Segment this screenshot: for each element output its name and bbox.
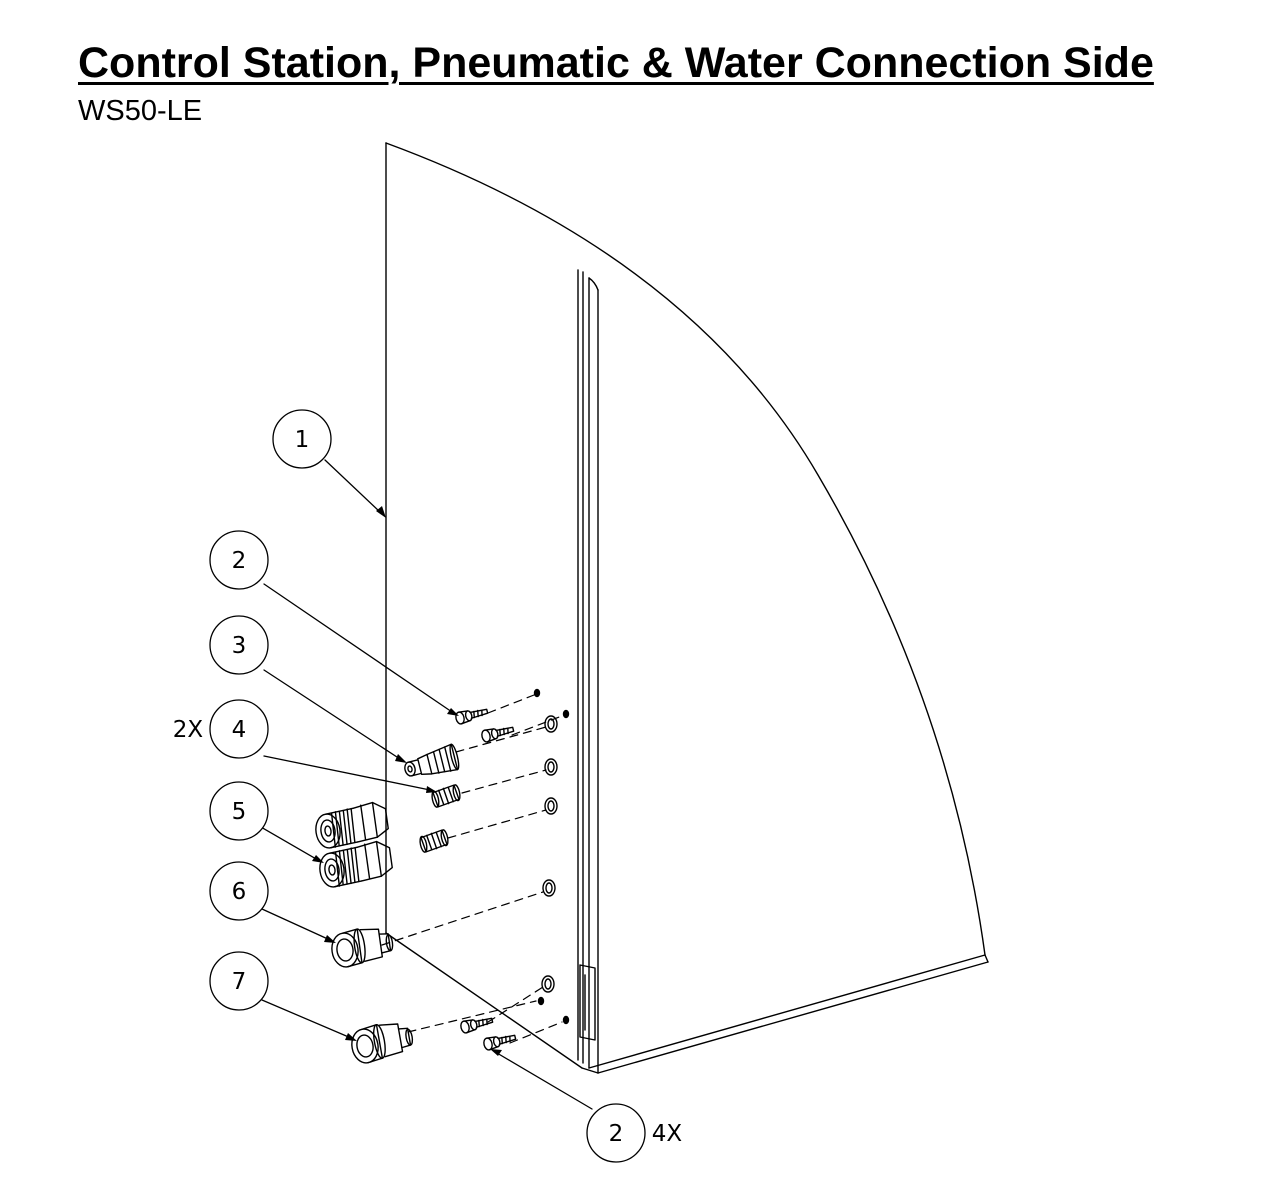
leader-lines: [260, 459, 593, 1110]
pipe-plug-lower: [417, 828, 451, 854]
balloon-item-7: 7: [209, 951, 269, 1011]
balloon-item-2: 2: [209, 530, 269, 590]
water-disconnect: [328, 923, 396, 970]
balloon-item-6: 6: [209, 861, 269, 921]
quick-coupler-lower: [316, 839, 395, 890]
page-title: Control Station, Pneumatic & Water Conne…: [78, 39, 1154, 87]
screw-lower-right: [481, 1030, 518, 1052]
screw-upper-left: [453, 704, 490, 726]
svg-text:4: 4: [232, 717, 247, 743]
pneumatic-fitting: [401, 742, 462, 783]
leader-arrowheads: [312, 506, 502, 1056]
explode-lines: [381, 694, 563, 1044]
water-connector: [348, 1018, 416, 1066]
balloon-item-2-lower: 2 4X: [586, 1103, 683, 1163]
svg-text:2: 2: [609, 1121, 624, 1147]
svg-text:2: 2: [232, 548, 247, 574]
screw-lower-left: [458, 1013, 495, 1035]
balloon-item-1: 1: [272, 409, 332, 469]
svg-text:7: 7: [232, 969, 247, 995]
model-number: WS50-LE: [78, 95, 203, 127]
svg-text:1: 1: [295, 427, 310, 453]
pipe-plug-upper: [429, 783, 463, 809]
quantity-label-item-4: 2X: [173, 717, 204, 743]
panel-holes: [533, 688, 570, 1025]
svg-text:5: 5: [232, 799, 247, 825]
control-station-panel: [385, 142, 989, 1074]
svg-text:3: 3: [232, 633, 247, 659]
quantity-label-item-2: 4X: [652, 1121, 683, 1147]
balloon-item-4: 4 2X: [173, 699, 269, 759]
balloon-item-3: 3: [209, 615, 269, 675]
svg-text:6: 6: [232, 879, 247, 905]
balloon-item-5: 5: [209, 781, 269, 841]
